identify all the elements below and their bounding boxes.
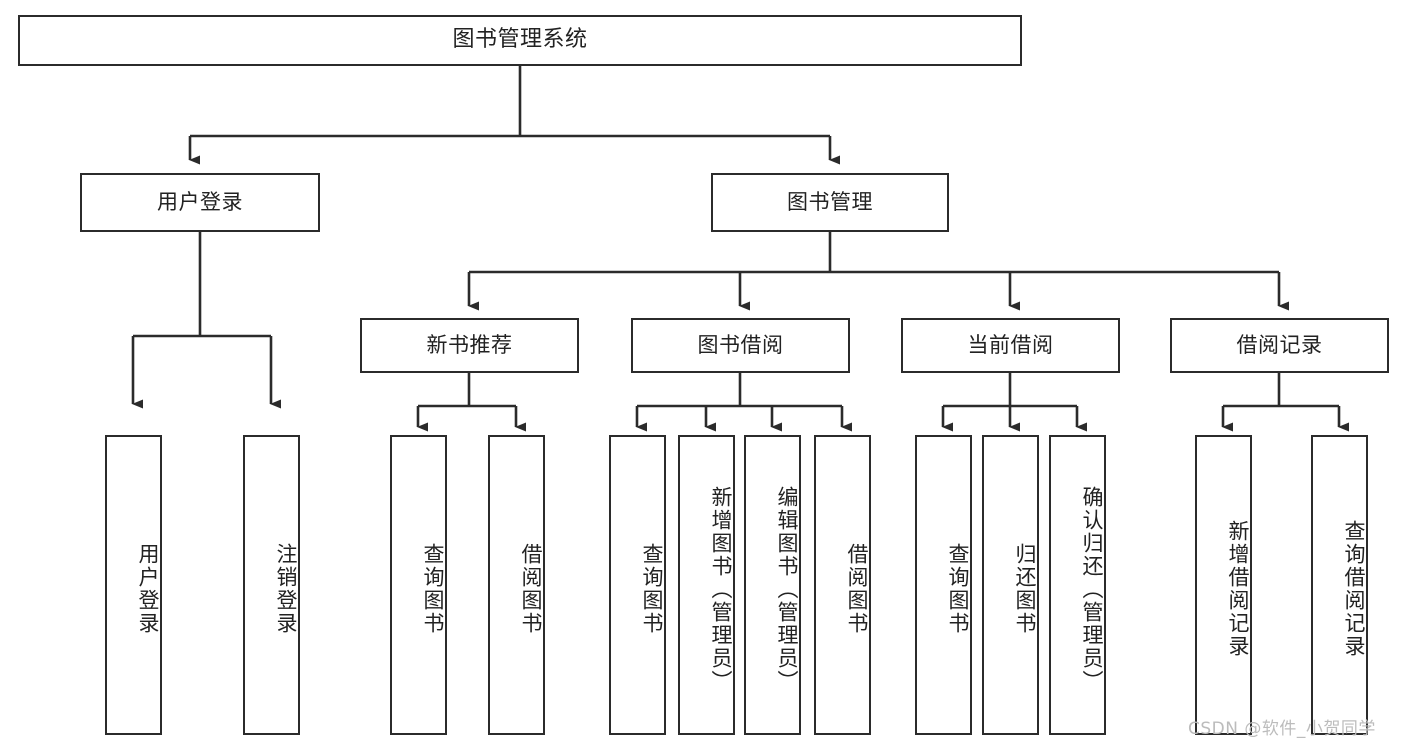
- node-label: 借阅图书: [845, 543, 869, 635]
- node-label: 借阅图书: [519, 543, 543, 635]
- node-label: 图书借阅: [697, 332, 784, 357]
- node-borrow-record[interactable]: 借阅记录: [1170, 318, 1389, 373]
- node-label: 新增图书（管理员）: [709, 485, 733, 693]
- node-label: 确认归还（管理员）: [1080, 485, 1104, 693]
- node-label: 新书推荐: [426, 332, 513, 357]
- node-label: 查询图书: [946, 543, 970, 635]
- node-new-book-recommendation[interactable]: 新书推荐: [360, 318, 579, 373]
- node-label: 查询图书: [421, 543, 445, 635]
- node-book-borrow[interactable]: 图书借阅: [631, 318, 850, 373]
- node-root-book-management-system[interactable]: 图书管理系统: [18, 15, 1022, 66]
- leaf-borrow-book-2[interactable]: 借阅图书: [814, 435, 871, 735]
- leaf-borrow-book-1[interactable]: 借阅图书: [488, 435, 545, 735]
- leaf-user-login[interactable]: 用户登录: [105, 435, 162, 735]
- csdn-watermark: CSDN @软件_小贺同学: [1188, 719, 1376, 739]
- leaf-query-borrow-record[interactable]: 查询借阅记录: [1311, 435, 1368, 735]
- node-label: 图书管理系统: [452, 27, 588, 53]
- node-label: 查询图书: [640, 543, 664, 635]
- node-current-borrow[interactable]: 当前借阅: [901, 318, 1120, 373]
- node-label: 归还图书: [1013, 543, 1037, 635]
- node-label: 当前借阅: [967, 332, 1054, 357]
- leaf-query-book-3[interactable]: 查询图书: [915, 435, 972, 735]
- node-label: 图书管理: [787, 189, 873, 214]
- node-label: 查询借阅记录: [1342, 520, 1366, 658]
- leaf-add-borrow-record[interactable]: 新增借阅记录: [1195, 435, 1252, 735]
- leaf-add-book-admin[interactable]: 新增图书（管理员）: [678, 435, 735, 735]
- node-label: 用户登录: [136, 543, 160, 635]
- leaf-return-book[interactable]: 归还图书: [982, 435, 1039, 735]
- leaf-query-book-2[interactable]: 查询图书: [609, 435, 666, 735]
- node-book-management[interactable]: 图书管理: [711, 173, 949, 232]
- leaf-query-book-1[interactable]: 查询图书: [390, 435, 447, 735]
- node-label: 用户登录: [157, 189, 243, 214]
- node-user-login[interactable]: 用户登录: [80, 173, 320, 232]
- node-label: 注销登录: [274, 543, 298, 635]
- node-label: 新增借阅记录: [1226, 520, 1250, 658]
- leaf-edit-book-admin[interactable]: 编辑图书（管理员）: [744, 435, 801, 735]
- leaf-confirm-return-admin[interactable]: 确认归还（管理员）: [1049, 435, 1106, 735]
- node-label: 借阅记录: [1236, 332, 1323, 357]
- node-label: 编辑图书（管理员）: [775, 485, 799, 693]
- leaf-user-logout[interactable]: 注销登录: [243, 435, 300, 735]
